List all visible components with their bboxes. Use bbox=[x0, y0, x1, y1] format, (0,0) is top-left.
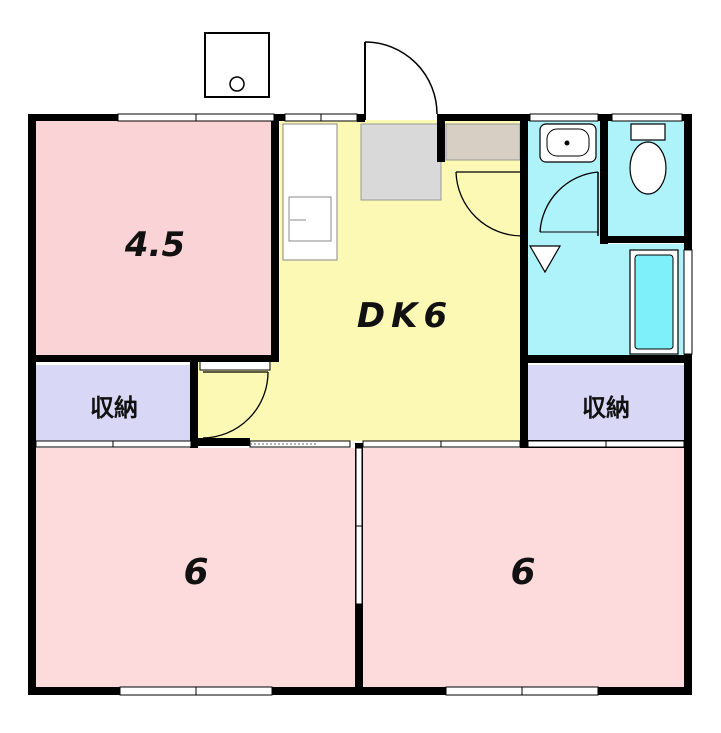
room-western-6-right[interactable] bbox=[362, 448, 688, 691]
toilet bbox=[629, 123, 667, 195]
kitchen-counter bbox=[282, 123, 338, 261]
fridge-space bbox=[360, 123, 442, 201]
windows bbox=[117, 113, 693, 696]
shoe-cabinet bbox=[445, 123, 521, 161]
room-western-6-left[interactable] bbox=[34, 448, 358, 691]
label-western-6-left: 6 bbox=[183, 552, 208, 593]
outdoor-unit bbox=[204, 32, 270, 98]
kitchen-sink bbox=[288, 196, 332, 242]
label-western-4-5: 4.5 bbox=[124, 225, 185, 265]
label-dining-kitchen: DK6 bbox=[357, 296, 453, 336]
room-western-4-5[interactable] bbox=[34, 120, 277, 358]
washing-machine-space bbox=[528, 245, 562, 274]
storage-right[interactable] bbox=[526, 365, 686, 442]
washbasin bbox=[539, 123, 597, 163]
label-storage-left: 収納 bbox=[90, 394, 138, 422]
entrance-door[interactable] bbox=[364, 41, 438, 120]
label-western-6-right: 6 bbox=[510, 552, 535, 593]
washroom-door[interactable] bbox=[539, 171, 599, 236]
kitchen-door-to-washroom[interactable] bbox=[455, 171, 523, 237]
bathtub bbox=[629, 249, 679, 355]
label-storage-right: 収納 bbox=[582, 394, 630, 422]
storage-left[interactable] bbox=[34, 365, 194, 442]
